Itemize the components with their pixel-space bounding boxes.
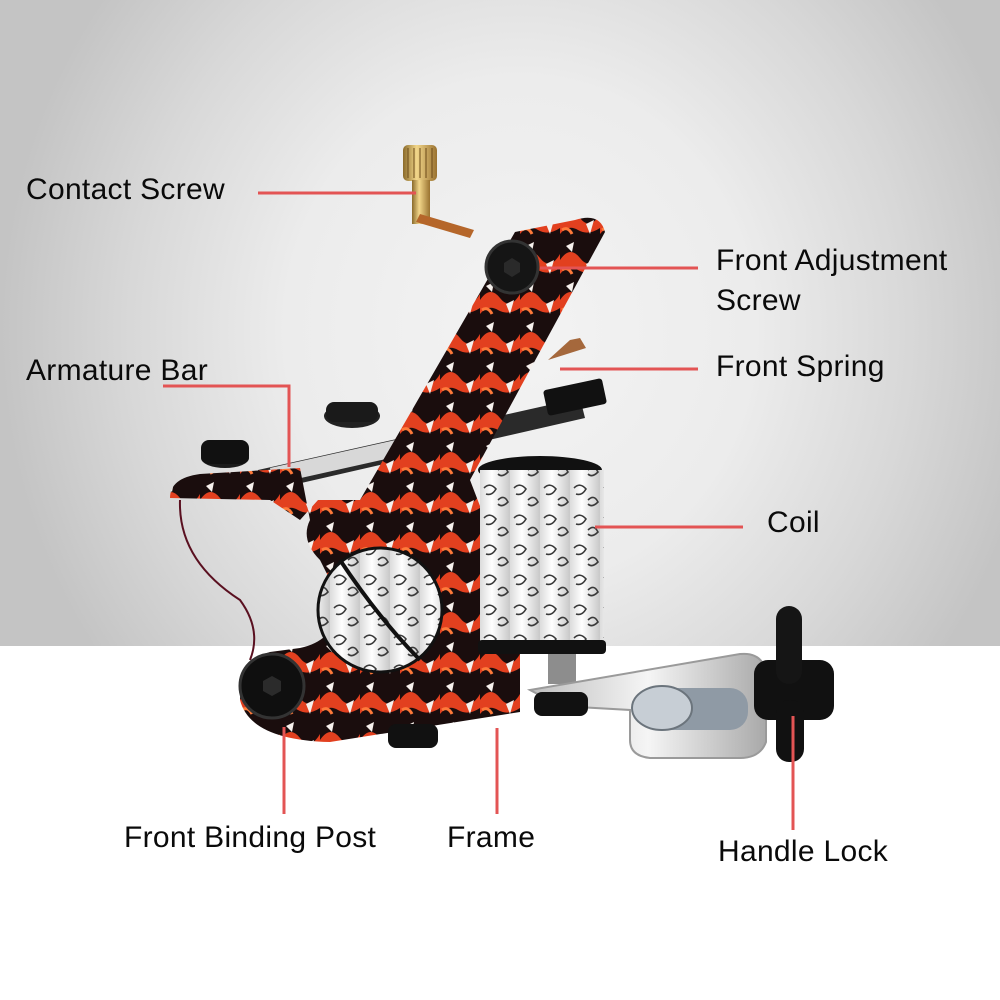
label-front-binding-post: Front Binding Post: [124, 821, 377, 854]
front-binding-post-shape: [238, 652, 588, 748]
label-contact-screw: Contact Screw: [26, 173, 225, 206]
label-front-adjustment-screw: Front Adjustment Screw: [716, 244, 948, 317]
label-front-spring: Front Spring: [716, 350, 885, 383]
label-handle-lock: Handle Lock: [718, 835, 889, 868]
front-spring-shape: [548, 338, 586, 360]
handle-lock-shape: [754, 606, 834, 762]
label-frame: Frame: [447, 821, 536, 854]
contact-screw-shape: [403, 145, 474, 238]
tube-vise-shape: [526, 652, 767, 759]
coil-shape: [478, 456, 606, 684]
label-coil: Coil: [767, 506, 820, 539]
front-adjustment-screw-shape: [484, 239, 540, 295]
label-armature-bar: Armature Bar: [26, 354, 208, 387]
